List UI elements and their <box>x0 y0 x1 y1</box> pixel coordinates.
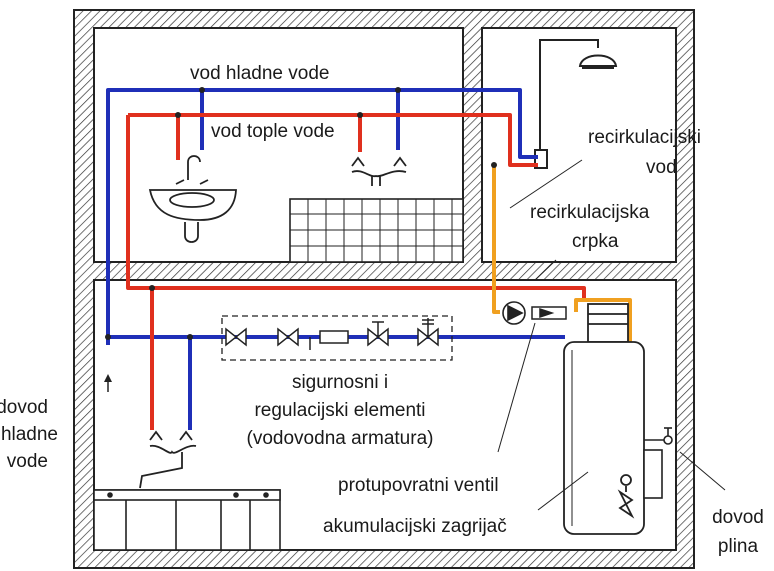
safety-valves-box <box>221 315 453 361</box>
label-hot-water-line: vod tople vode <box>211 121 335 142</box>
label-cold-supply-2: hladne <box>1 424 58 445</box>
label-storage-heater: akumulacijski zagrijač <box>323 516 507 537</box>
label-gas-supply-2: plina <box>718 536 759 557</box>
label-recirc-line-2: vod <box>646 157 677 178</box>
label-cold-supply-1: dovod <box>0 397 48 418</box>
kitchen-tap-icon <box>139 430 197 489</box>
label-safety-2: regulacijski elementi <box>254 400 425 421</box>
kitchen-counter <box>93 489 281 551</box>
label-safety-1: sigurnosni i <box>292 372 388 393</box>
pipe-junctions <box>105 87 497 340</box>
washbasin-icon <box>148 155 237 243</box>
label-safety-3: (vodovodna armatura) <box>247 428 434 449</box>
label-recirc-pump-1: recirkulacijska <box>530 202 650 223</box>
leader-lines <box>497 159 726 511</box>
label-cold-water-line: vod hladne vode <box>190 63 329 84</box>
gas-supply-icon <box>643 427 673 499</box>
recirculation-pump-icon <box>502 301 526 325</box>
label-check-valve: protupovratni ventil <box>338 475 499 496</box>
check-valve-icon <box>531 306 567 320</box>
shower-icon <box>534 39 618 169</box>
bathtub <box>289 198 464 263</box>
bidet-tap-icon <box>351 156 407 186</box>
label-gas-supply-1: dovod <box>712 507 764 528</box>
label-recirc-line-1: recirkulacijski <box>588 127 701 148</box>
recirculation-pipe <box>492 165 632 345</box>
label-recirc-pump-2: crpka <box>572 231 619 252</box>
storage-heater <box>563 303 645 535</box>
label-cold-supply-3: vode <box>7 451 48 472</box>
cold-supply-arrow-icon <box>104 374 112 392</box>
